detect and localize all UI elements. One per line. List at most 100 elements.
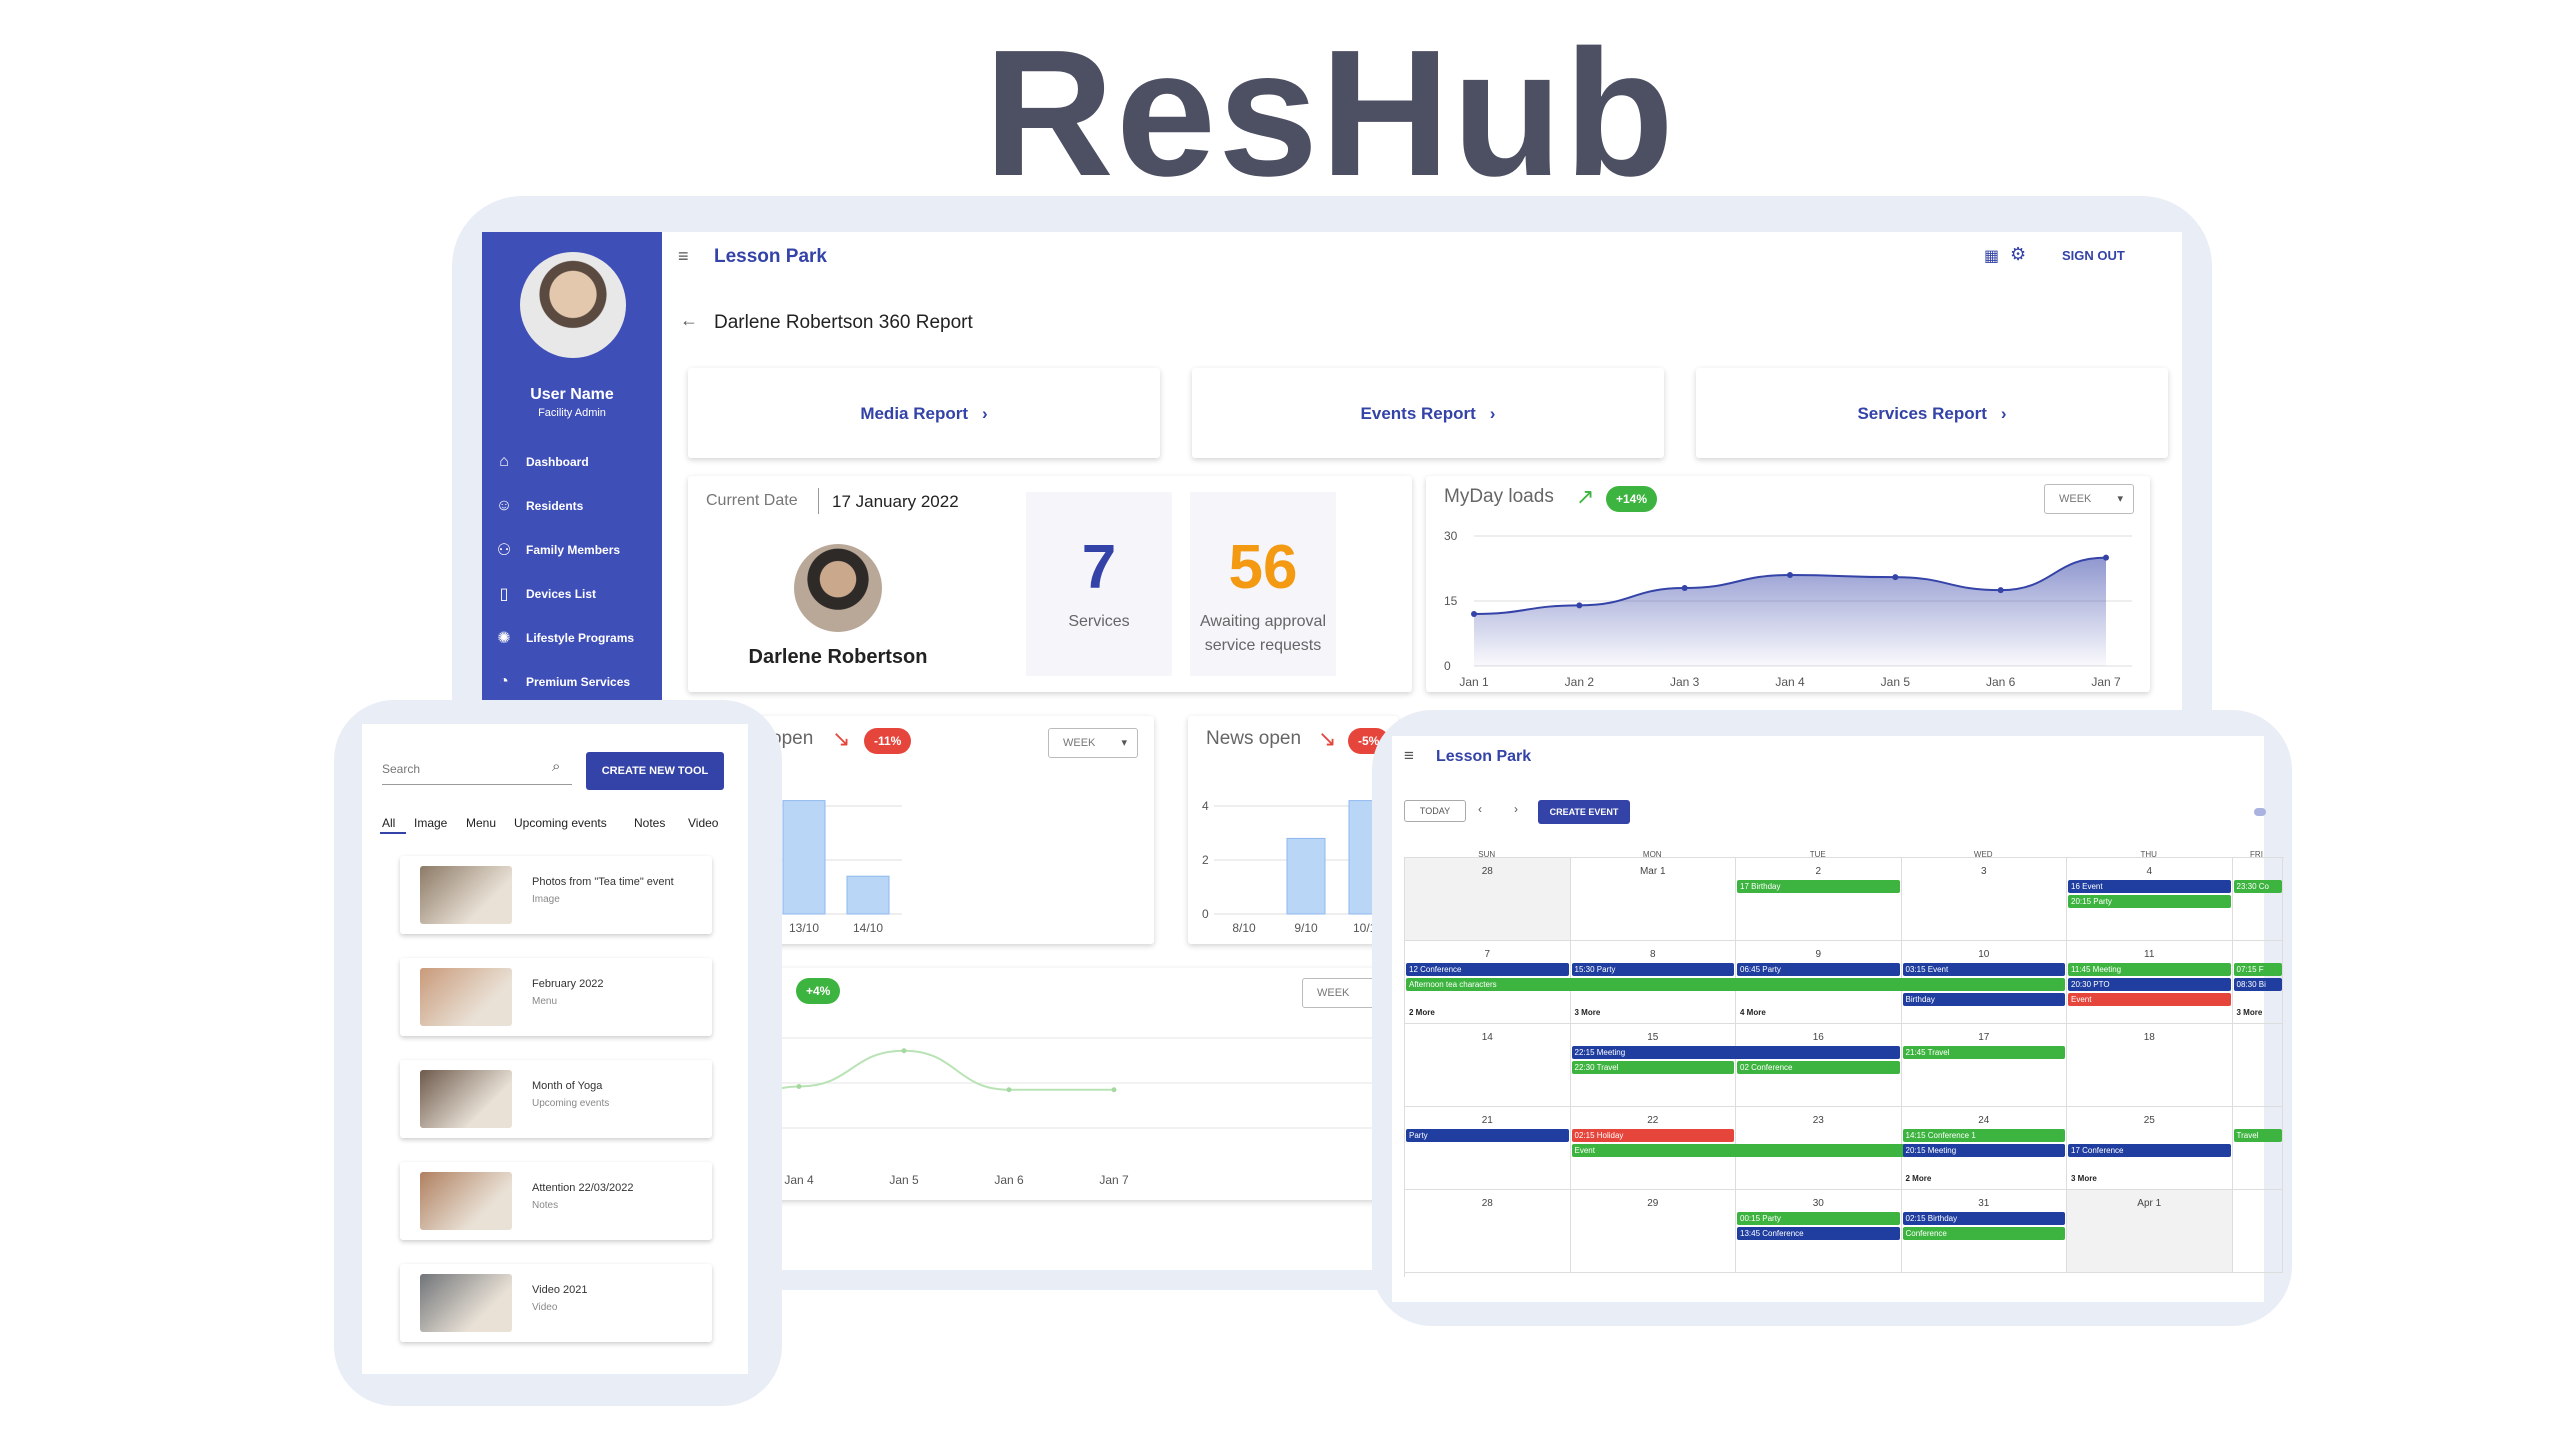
calendar-event[interactable]: 20:15 Meeting [1902, 1144, 2065, 1157]
calendar-more-link[interactable]: 3 More [2236, 1008, 2263, 1017]
calendar-event[interactable]: 15:30 Party [1571, 963, 1734, 976]
calendar-cell[interactable]: 21 [1405, 1107, 1571, 1190]
media-tab-4[interactable]: Notes [634, 816, 666, 830]
media-thumbnail [420, 1274, 512, 1332]
calendar-event[interactable]: 00:15 Party [1737, 1212, 1900, 1225]
create-new-tool-button[interactable]: CREATE NEW TOOL [586, 752, 724, 790]
today-button[interactable]: TODAY [1404, 800, 1466, 822]
calendar-more-link[interactable]: 4 More [1740, 1008, 1766, 1017]
calendar-cell[interactable] [2232, 1190, 2283, 1273]
daily-week-select[interactable]: WEEK [1048, 728, 1138, 758]
next-arrow-icon[interactable]: › [1514, 802, 1518, 816]
sidebar-item-0[interactable]: ⌂Dashboard [482, 444, 662, 480]
sidebar-item-1[interactable]: ☺Residents [482, 488, 662, 524]
search-input[interactable]: Search [382, 762, 421, 776]
calendar-cell[interactable]: 28 [1405, 1190, 1571, 1273]
calendar-facility-title[interactable]: Lesson Park [1436, 748, 1532, 765]
calendar-event[interactable]: Event [2068, 993, 2231, 1006]
calendar-more-link[interactable]: 2 More [1905, 1174, 1932, 1183]
calendar-event[interactable]: 22:15 Meeting [1571, 1046, 1900, 1059]
calendar-event[interactable]: 02:15 Holiday [1571, 1129, 1734, 1142]
calendar-event[interactable]: 08:30 Bi [2233, 978, 2282, 991]
media-tab-3[interactable]: Upcoming events [514, 816, 607, 830]
calendar-event[interactable]: 02 Conference [1737, 1061, 1900, 1074]
menu-icon[interactable]: ≡ [678, 246, 689, 266]
calendar-event[interactable]: 17 Birthday [1737, 880, 1900, 893]
calendar-event[interactable]: Birthday [1902, 993, 2065, 1006]
calendar-event[interactable]: 21:45 Travel [1902, 1046, 2065, 1059]
calendar-date: 2 [1815, 866, 1822, 877]
calendar-cell[interactable] [2232, 941, 2283, 1024]
calendar-event[interactable]: Afternoon tea characters [1406, 978, 2065, 991]
calendar-cell[interactable]: 28 [1405, 858, 1571, 941]
calendar-menu-icon[interactable]: ≡ [1404, 746, 1414, 765]
calendar-toggle[interactable] [2254, 808, 2266, 816]
calendar-event[interactable]: 06:45 Party [1737, 963, 1900, 976]
calendar-more-link[interactable]: 2 More [1409, 1008, 1435, 1017]
calendar-event[interactable]: 23:30 Co [2233, 880, 2282, 893]
qr-icon[interactable]: ▦ [1984, 248, 2000, 265]
back-arrow-icon[interactable]: ← [680, 310, 698, 330]
sidebar-item-3[interactable]: ▯Devices List [482, 576, 662, 612]
report-link-1[interactable]: Events Report› [1192, 368, 1664, 458]
myday-week-select[interactable]: WEEK [2044, 484, 2134, 514]
calendar-cell[interactable] [2232, 858, 2283, 941]
calendar-cell[interactable]: 18 [2067, 1024, 2233, 1107]
calendar-cell[interactable]: 11 [2067, 941, 2233, 1024]
calendar-event[interactable]: 22:30 Travel [1571, 1061, 1734, 1074]
prev-arrow-icon[interactable]: ‹ [1478, 802, 1482, 816]
calendar-event[interactable]: 12 Conference [1406, 963, 1569, 976]
media-tab-2[interactable]: Menu [466, 816, 497, 830]
media-tab-5[interactable]: Video [688, 816, 719, 830]
calendar-cell[interactable]: 2 [1736, 858, 1902, 941]
calendar-event[interactable]: 11:45 Meeting [2068, 963, 2231, 976]
calendar-more-link[interactable]: 3 More [1574, 1008, 1601, 1017]
calendar-cell[interactable]: 14 [1405, 1024, 1571, 1107]
calendar-event[interactable]: 02:15 Birthday [1902, 1212, 2065, 1225]
search-icon[interactable]: ⌕ [552, 758, 561, 775]
calendar-event[interactable]: 03:15 Event [1902, 963, 2065, 976]
calendar-event[interactable]: 13:45 Conference [1737, 1227, 1900, 1240]
calendar-cell[interactable]: 17 [1901, 1024, 2067, 1107]
calendar-event[interactable]: Travel [2233, 1129, 2282, 1142]
calendar-cell[interactable]: 4 [2067, 858, 2233, 941]
calendar-cell[interactable]: 25 [2067, 1107, 2233, 1190]
calendar-cell[interactable]: 29 [1570, 1190, 1736, 1273]
calendar-event[interactable]: 20:30 PTO [2068, 978, 2231, 991]
report-link-0[interactable]: Media Report› [688, 368, 1160, 458]
gear-icon[interactable]: ⚙ [2010, 244, 2027, 264]
calendar-cell[interactable]: 15 [1570, 1024, 1736, 1107]
calendar-event[interactable]: 14:15 Conference 1 [1902, 1129, 2065, 1142]
calendar-cell[interactable]: 30 [1736, 1190, 1902, 1273]
calendar-cell[interactable]: Mar 1 [1570, 858, 1736, 941]
calendar-event[interactable]: Conference [1902, 1227, 2065, 1240]
media-tab-1[interactable]: Image [414, 816, 448, 830]
sidebar-item-5[interactable]: ◔Premium Services [482, 664, 662, 700]
calendar-cell[interactable] [2232, 1024, 2283, 1107]
calendar-event[interactable]: 17 Conference [2068, 1144, 2231, 1157]
calendar-cell[interactable]: 3 [1901, 858, 2067, 941]
calendar-more-link[interactable]: 3 More [2071, 1174, 2097, 1183]
sidebar-item-2[interactable]: ⚇Family Members [482, 532, 662, 568]
calendar-cell[interactable]: 31 [1901, 1190, 2067, 1273]
calendar-event[interactable]: Party [1406, 1129, 1569, 1142]
signout-button[interactable]: SIGN OUT [2062, 248, 2125, 263]
calendar-cell[interactable]: 24 [1901, 1107, 2067, 1190]
calendar-event[interactable]: 16 Event [2068, 880, 2231, 893]
sidebar-item-4[interactable]: ✺Lifestyle Programs [482, 620, 662, 656]
facility-title[interactable]: Lesson Park [714, 246, 827, 267]
calendar-cell[interactable]: 10 [1901, 941, 2067, 1024]
report-link-2[interactable]: Services Report› [1696, 368, 2168, 458]
calendar-event[interactable]: 20:15 Party [2068, 895, 2231, 908]
calendar-cell[interactable]: Apr 1 [2067, 1190, 2233, 1273]
media-tab-0[interactable]: All [382, 816, 396, 830]
calendar-cell[interactable] [2232, 1107, 2283, 1190]
create-event-button[interactable]: CREATE EVENT [1538, 800, 1630, 824]
calendar-cell[interactable]: 16 [1736, 1024, 1902, 1107]
calendar-event[interactable]: 07:15 F [2233, 963, 2282, 976]
